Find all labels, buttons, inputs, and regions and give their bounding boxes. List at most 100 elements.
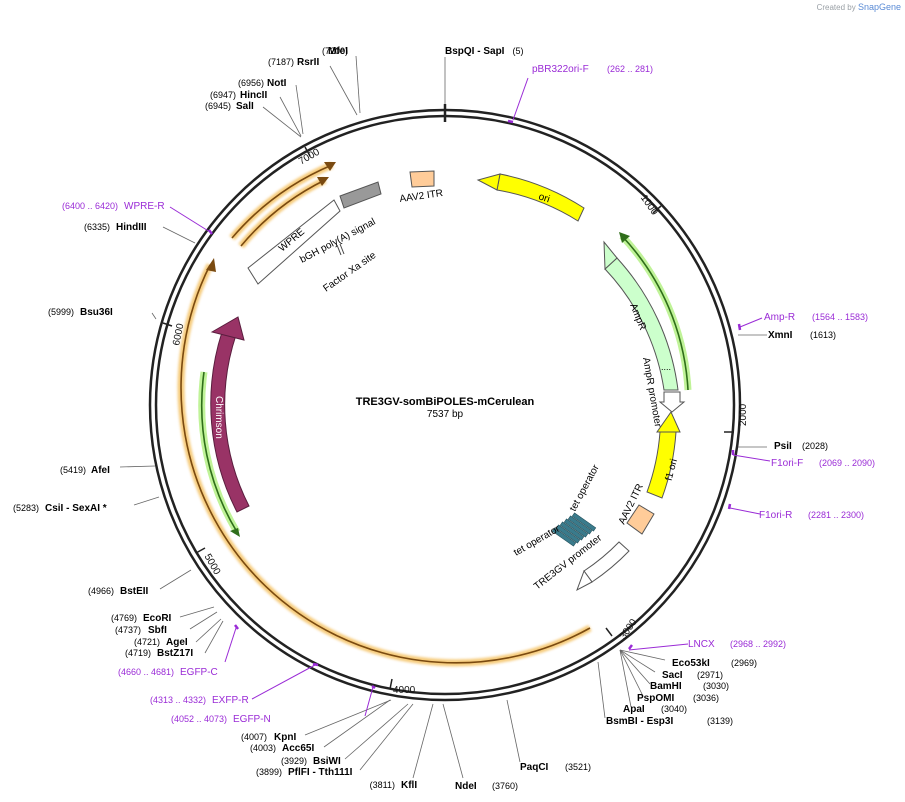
site-mfei-pos: (7200) (322, 46, 348, 56)
feature-label-factor-xa: Factor Xa site (321, 250, 378, 295)
primer-pbr322ori-f-range: (262 .. 281) (607, 64, 653, 74)
site-agei: AgeI (166, 637, 188, 648)
site-pspomi: PspOMI (637, 693, 674, 704)
site-paqci-pos: (3521) (565, 762, 591, 772)
orf-ul-line-2 (240, 179, 326, 247)
tet-operator-bar (567, 515, 593, 535)
site-hincii-pos: (6947) (210, 90, 236, 100)
site-kpni: KpnI (274, 732, 296, 743)
primer-marks (208, 119, 742, 690)
site-paqci: PaqCI (520, 762, 549, 773)
site-leaders (119, 55, 767, 779)
feature-label-ori: ori (537, 191, 551, 205)
tet-operator-bar (571, 512, 597, 532)
site-ecori-pos: (4769) (111, 613, 137, 623)
orf-outer-line (180, 264, 591, 664)
site-noti: NotI (267, 78, 287, 89)
tick-1000 (652, 205, 662, 214)
feature-label-aav2-itr-top: AAV2 ITR (399, 188, 444, 205)
site-bamhi: BamHI (650, 681, 682, 692)
site-bsteii-pos: (4966) (88, 586, 114, 596)
orf-outer-glow (177, 263, 592, 667)
primer-labels: pBR322ori-F (262 .. 281) Amp-R (1564 .. … (62, 64, 875, 725)
feature-ampr-arrowhead (603, 240, 618, 271)
site-acc65i-pos: (4003) (250, 743, 276, 753)
primer-egfp-n-range: (4052 .. 4073) (171, 714, 227, 724)
site-eco53ki: Eco53kI (672, 658, 710, 669)
site-ndei: NdeI (455, 781, 477, 792)
feature-factor-xa-mark-2 (339, 243, 345, 255)
site-noti-pos: (6956) (238, 78, 264, 88)
primer-f1ori-f: F1ori-F (771, 458, 803, 469)
site-bspqi: BspQI - SapI(5) (445, 46, 523, 57)
site-pflfi: PflFI - Tth111I (288, 767, 353, 778)
feature-chrimson (210, 331, 250, 513)
site-bsiwi-pos: (3929) (281, 756, 307, 766)
orf-green-left-line (200, 371, 238, 533)
site-sbfi: SbfI (148, 625, 167, 636)
site-bsmbi-pos: (3139) (707, 716, 733, 726)
primer-egfp-c: EGFP-C (180, 667, 218, 678)
site-bsiwi: BsiWI (313, 756, 341, 767)
tick-group (162, 146, 734, 690)
primer-lncx: LNCX (688, 639, 715, 650)
feature-label-tet-operator-1: tet operator (512, 523, 562, 558)
primer-leaders (169, 77, 771, 717)
primer-amp-r-range: (1564 .. 1583) (812, 312, 868, 322)
orf-green-right-line (621, 235, 689, 391)
site-csii: CsiI - SexAI * (45, 503, 107, 514)
site-sali: SalI (236, 101, 254, 112)
primer-egfp-c-range: (4660 .. 4681) (118, 667, 174, 677)
site-saci-pos: (2971) (697, 670, 723, 680)
primer-f1ori-f-range: (2069 .. 2090) (819, 458, 875, 468)
site-psii: PsiI (774, 441, 792, 452)
site-bsteii: BstEII (120, 586, 149, 597)
credit-brand: SnapGene (857, 2, 901, 12)
feature-ampr-dots: .... (661, 362, 671, 372)
site-hincii: HincII (240, 90, 267, 101)
orf-green-right-arrowhead (619, 232, 630, 243)
credit-prefix: Created by (816, 3, 856, 12)
feature-ampr-promoter (658, 391, 686, 413)
site-kfli: KflI (401, 780, 417, 791)
snapgene-credit: Created by SnapGene (817, 2, 901, 12)
site-bsmbi: BsmBI - Esp3I (606, 716, 673, 727)
tick-label-2000: 2000 (738, 403, 749, 426)
site-bsu36i-pos: (5999) (48, 307, 74, 317)
tick-4000 (389, 678, 393, 690)
plasmid-length: 7537 bp (427, 409, 464, 420)
orf-upper-left (229, 161, 336, 249)
site-psii-pos: (2028) (802, 441, 828, 451)
orf-outer-track (177, 258, 592, 667)
feature-aav2-itr-right (626, 504, 655, 535)
site-apai: ApaI (623, 704, 645, 715)
orf-green-right (619, 232, 692, 391)
tick-3000 (605, 627, 613, 637)
primer-egfp-n: EGFP-N (233, 714, 271, 725)
site-rsrii: RsrII (297, 57, 319, 68)
feature-chrimson-arrowhead (210, 316, 245, 341)
feature-label-chrimson: Chrimson (213, 396, 224, 439)
site-afei-pos: (5419) (60, 465, 86, 475)
site-apai-pos: (3040) (661, 704, 687, 714)
site-hindiii: HindIII (116, 222, 147, 233)
orf-ul-arrowhead-1 (324, 162, 336, 171)
site-agei-pos: (4721) (134, 637, 160, 647)
site-sbfi-pos: (4737) (115, 625, 141, 635)
site-bsu36i: Bsu36I (80, 307, 113, 318)
primer-amp-r: Amp-R (764, 312, 795, 323)
orf-ul-line-1 (231, 164, 333, 239)
site-xmni-pos: (1613) (810, 330, 836, 340)
primer-pbr322ori-f: pBR322ori-F (532, 64, 589, 75)
site-bstz17i-pos: (4719) (125, 648, 151, 658)
tick-5000 (195, 547, 206, 554)
primer-exfp-r-range: (4313 .. 4332) (150, 695, 206, 705)
tick-label-7000: 7000 (297, 147, 322, 168)
tick-6000 (162, 322, 173, 327)
site-bamhi-pos: (3030) (703, 681, 729, 691)
tick-7000 (304, 146, 311, 157)
tick-label-4000: 4000 (393, 685, 416, 696)
feature-aav2-itr-top (409, 170, 435, 188)
site-afei: AfeI (91, 465, 110, 476)
site-bstz17i: BstZ17I (157, 648, 193, 659)
